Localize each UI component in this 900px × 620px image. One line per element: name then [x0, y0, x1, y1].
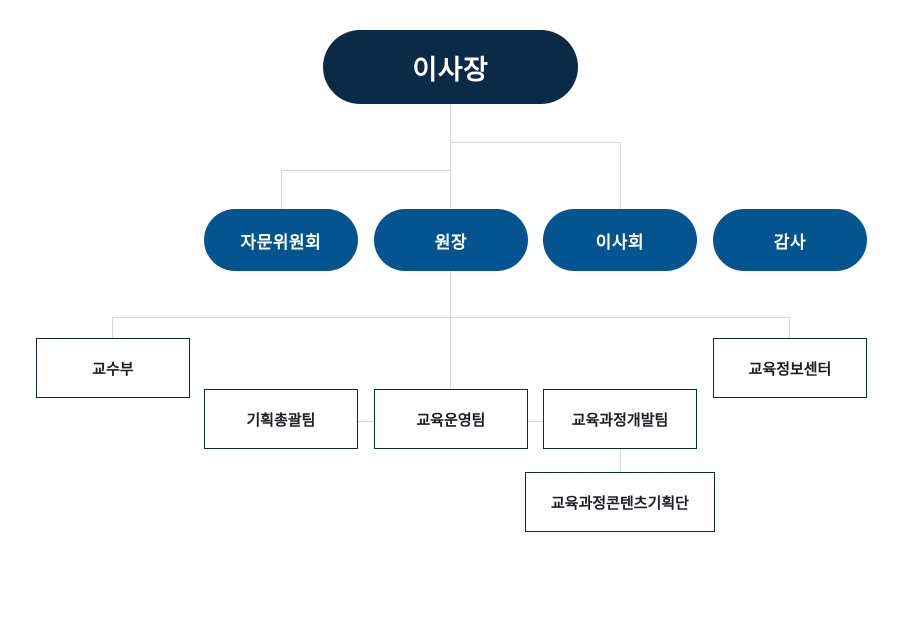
curriculum-dev-team-box: 교육과정개발팀 [543, 389, 697, 449]
connector-advisory-branch [281, 170, 451, 171]
audit-node: 감사 [713, 209, 867, 271]
connector-chairman-down [450, 103, 451, 208]
connector-units-horizontal [112, 317, 790, 318]
chairman-node: 이사장 [323, 30, 578, 104]
connector-director-down [450, 270, 451, 389]
connector-advisory-down [281, 170, 282, 209]
advisory-committee-node: 자문위원회 [204, 209, 358, 271]
faculty-box: 교수부 [36, 338, 190, 398]
board-node: 이사회 [543, 209, 697, 271]
connector-faculty-down [112, 317, 113, 338]
operations-team-box: 교육운영팀 [374, 389, 528, 449]
connector-board-branch [450, 142, 621, 143]
info-center-box: 교육정보센터 [713, 338, 867, 398]
director-node: 원장 [374, 209, 528, 271]
connector-content-down [620, 448, 621, 472]
connector-board-down [620, 142, 621, 209]
connector-info-center-down [789, 317, 790, 338]
content-planning-box: 교육과정콘텐츠기획단 [525, 472, 715, 532]
planning-team-box: 기획총괄팀 [204, 389, 358, 449]
